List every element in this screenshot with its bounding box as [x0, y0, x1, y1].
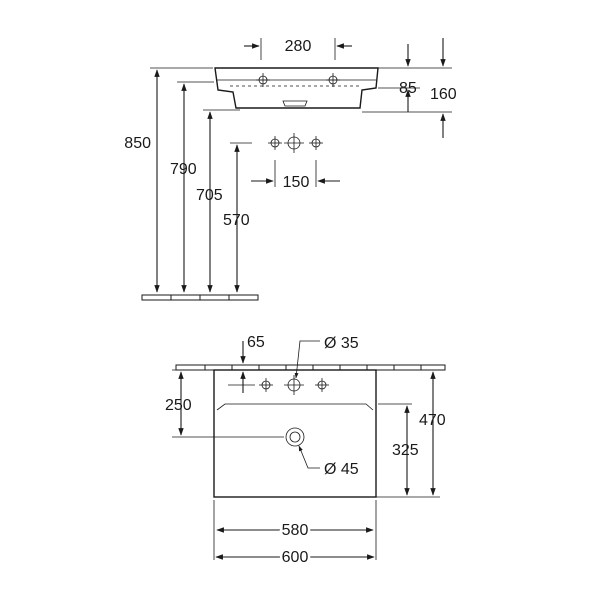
dim-label-470: 470: [419, 412, 446, 429]
dim-label-dia-45: Ø 45: [324, 461, 359, 478]
dimension-705: 705: [196, 111, 223, 293]
dimension-600: 600: [215, 547, 375, 569]
dim-label-280: 280: [285, 38, 312, 55]
dimension-850: 850: [124, 69, 160, 293]
dim-label-250: 250: [165, 397, 192, 414]
height-extension-lines: [150, 67, 252, 144]
drain-outlet-icon: [285, 427, 305, 447]
dim-label-570: 570: [223, 212, 250, 229]
basin-hidden-edges: [230, 85, 362, 107]
dim-label-850: 850: [124, 135, 151, 152]
dim-label-dia-35: Ø 35: [324, 335, 359, 352]
basin-bowl-edge: [216, 403, 374, 411]
tap-holes-elevation: [267, 133, 324, 153]
dimension-150: 150: [251, 160, 340, 191]
side-view: 280 85 160: [124, 38, 457, 301]
dim-label-600: 600: [282, 549, 309, 566]
dim-label-790: 790: [170, 161, 197, 178]
tap-hole-left-icon: [267, 135, 283, 151]
dimension-250: 250: [165, 369, 284, 438]
width-extension-lines: [213, 500, 377, 560]
dimension-580: 580: [216, 520, 374, 542]
dim-label-580: 580: [282, 522, 309, 539]
tap-hole-center-icon: [284, 133, 304, 153]
tap-hole-right-icon: [308, 135, 324, 151]
basin-side-profile: [214, 67, 379, 109]
top-tap-hole-center-icon: [284, 375, 304, 395]
dim-label-65: 65: [247, 334, 265, 351]
dimension-85-160: 85 160: [362, 38, 457, 138]
dimension-470-325: 470 325: [376, 369, 446, 498]
floor-line: [141, 294, 259, 301]
dimension-280: 280: [244, 38, 352, 60]
dimension-65: 65: [240, 334, 265, 393]
wall-hatch: [175, 364, 446, 371]
dim-label-85: 85: [399, 80, 417, 97]
dim-label-705: 705: [196, 187, 223, 204]
leader-drain-diameter: Ø 45: [298, 445, 359, 478]
top-view: 65 Ø 35 250 470: [165, 334, 446, 569]
dim-label-150: 150: [283, 174, 310, 191]
dim-label-325: 325: [392, 442, 419, 459]
dimension-790: 790: [170, 83, 197, 293]
dimension-570: 570: [223, 144, 250, 293]
leader-tap-hole-diameter: Ø 35: [294, 335, 359, 379]
dim-label-160: 160: [430, 86, 457, 103]
